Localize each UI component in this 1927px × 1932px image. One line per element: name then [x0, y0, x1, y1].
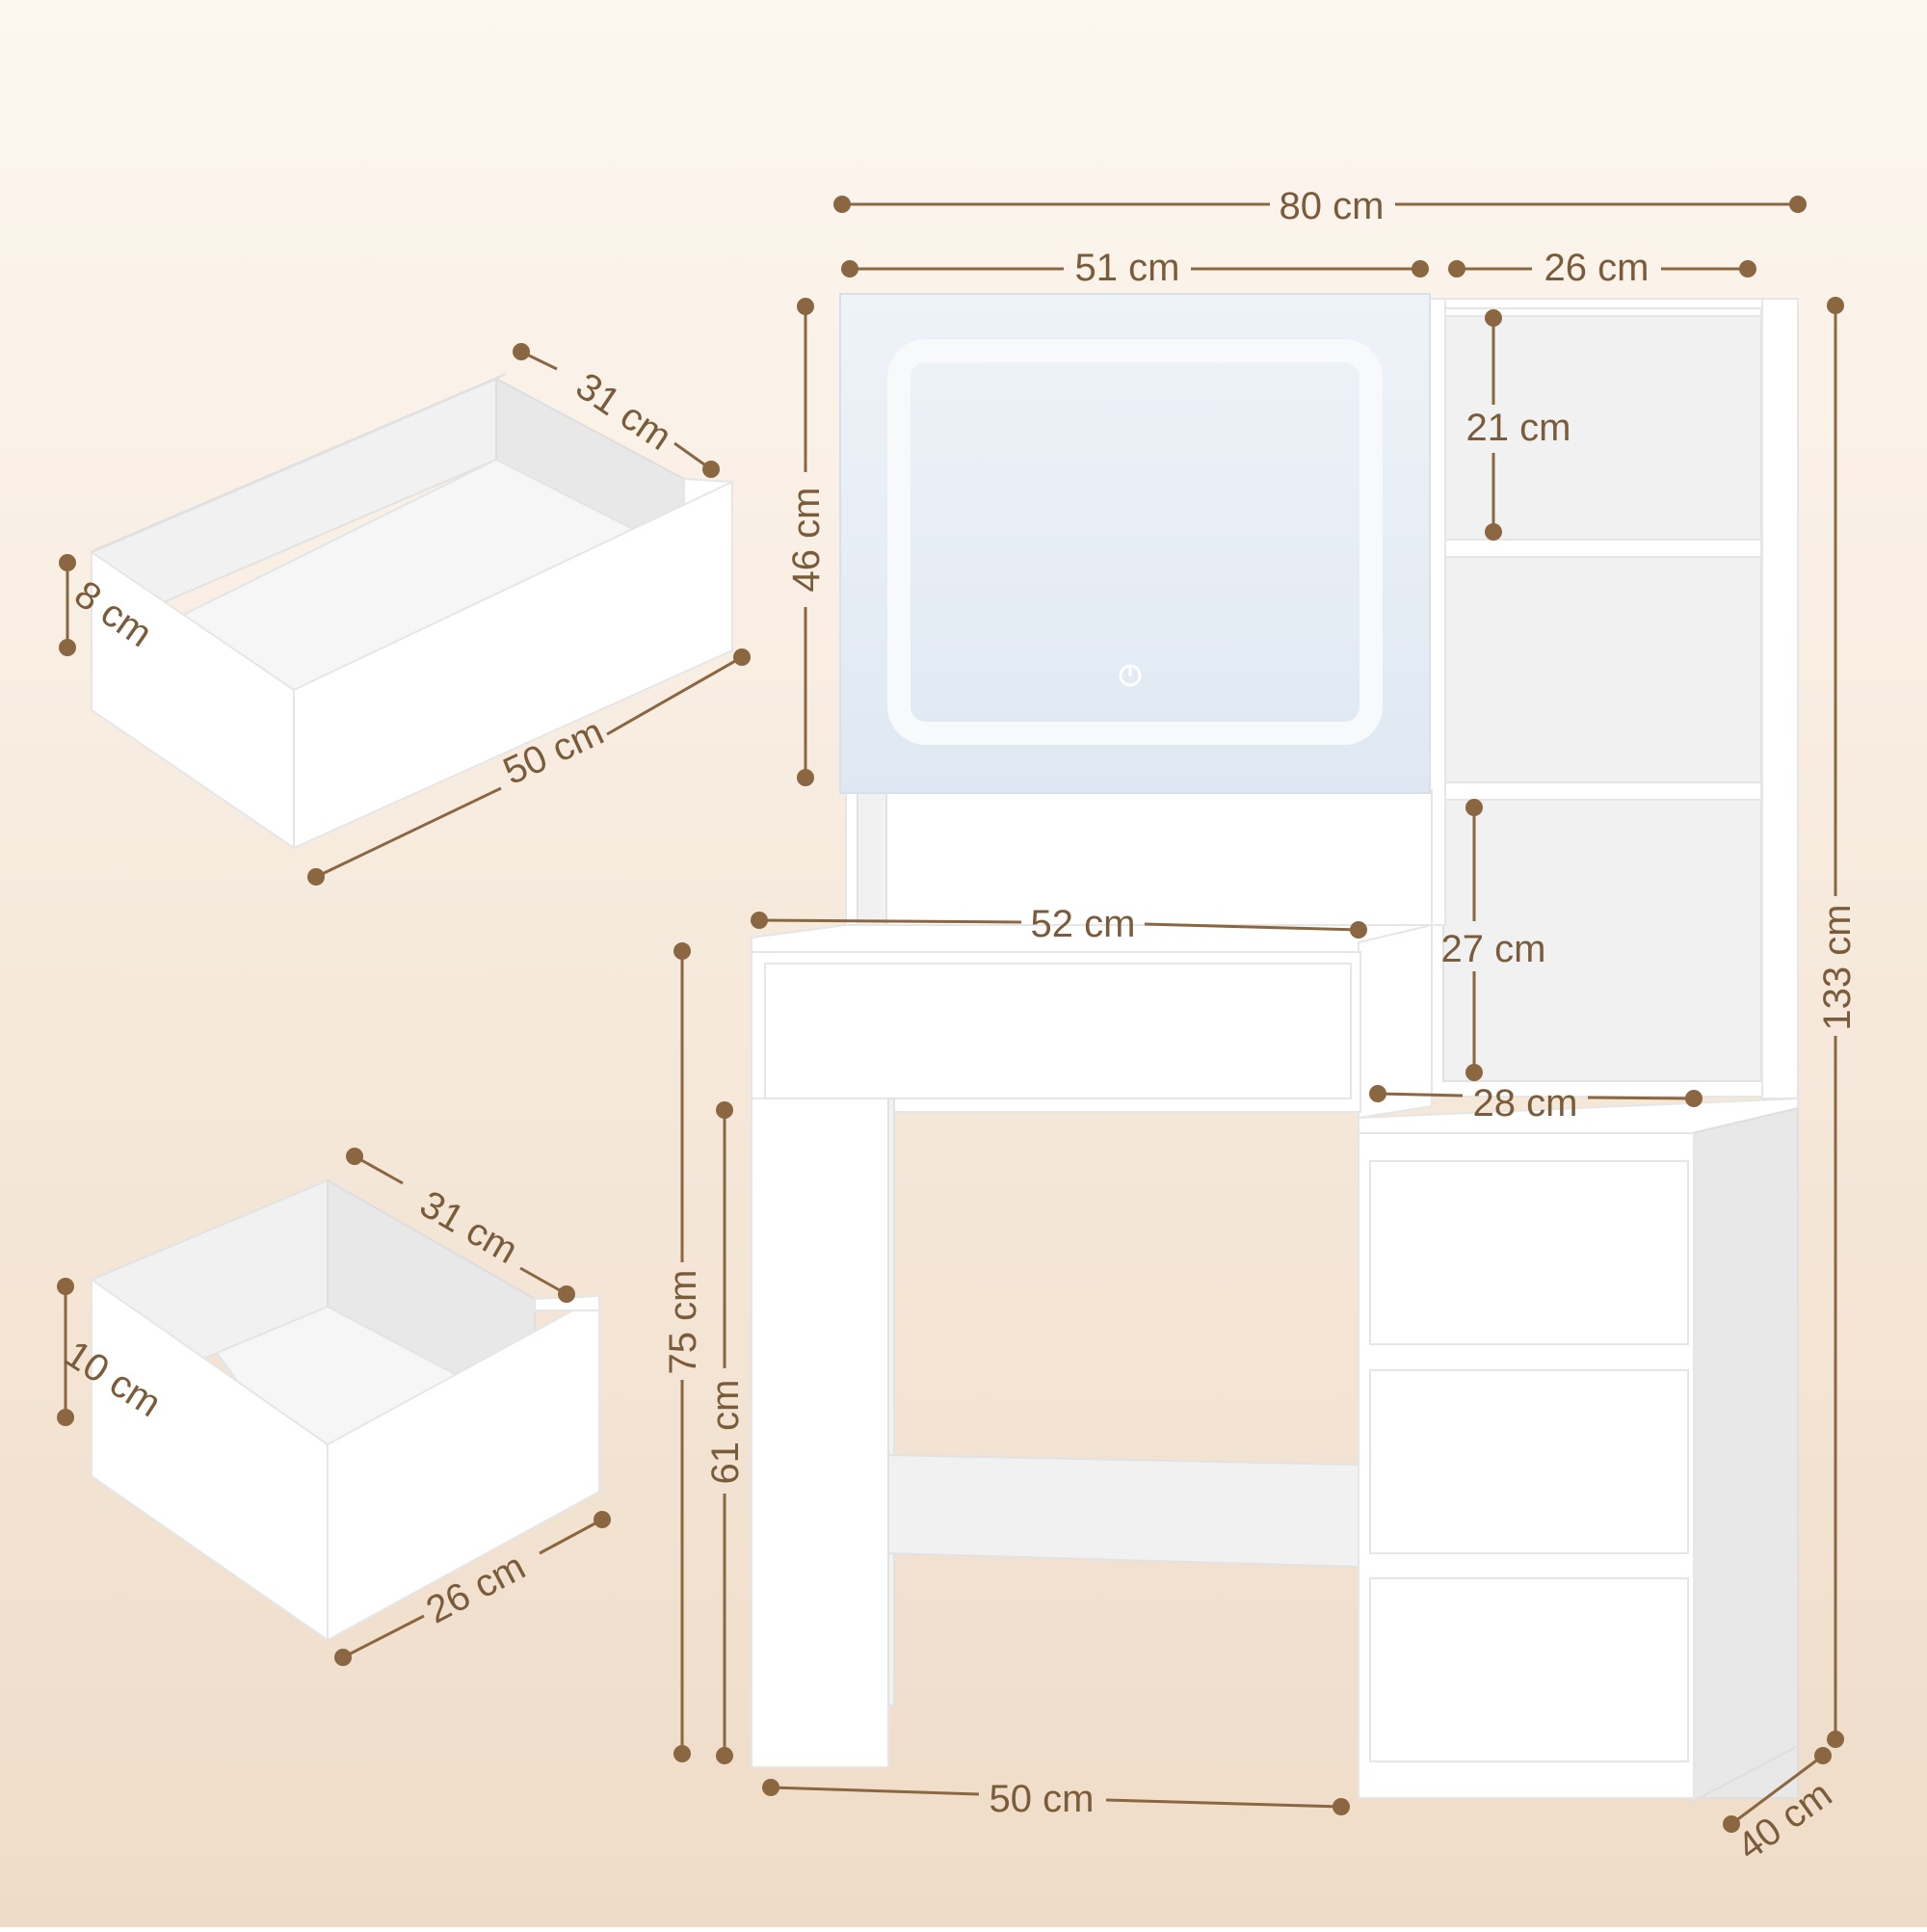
total-width-label: 80 cm [1280, 185, 1385, 227]
drawer-dimension-lines [57, 343, 751, 1666]
dimension-lines [673, 196, 1844, 1833]
shelf-top-height-label: 21 cm [1466, 407, 1571, 449]
cabinet-width-label: 28 cm [1473, 1082, 1578, 1125]
mirror-led-frame [887, 339, 1383, 745]
mirror-panel [839, 293, 1431, 794]
knee-height-label: 61 cm [704, 1380, 747, 1485]
base-width-label: 50 cm [990, 1778, 1095, 1820]
drawer-small-illustration [91, 1178, 600, 1642]
shelf-bottom-height-label: 27 cm [1441, 928, 1546, 970]
mirror-height-label: 46 cm [785, 488, 828, 593]
drawer-large-illustration [91, 373, 733, 850]
mirror-width-label: 51 cm [1075, 247, 1180, 289]
desk-top-width-label: 52 cm [1031, 903, 1136, 945]
desk-height-label: 75 cm [662, 1270, 704, 1375]
power-icon[interactable] [1119, 664, 1142, 687]
shelf-width-label: 26 cm [1544, 247, 1650, 289]
total-height-label: 133 cm [1816, 904, 1859, 1030]
vanity-desk-illustration [751, 293, 1799, 1804]
